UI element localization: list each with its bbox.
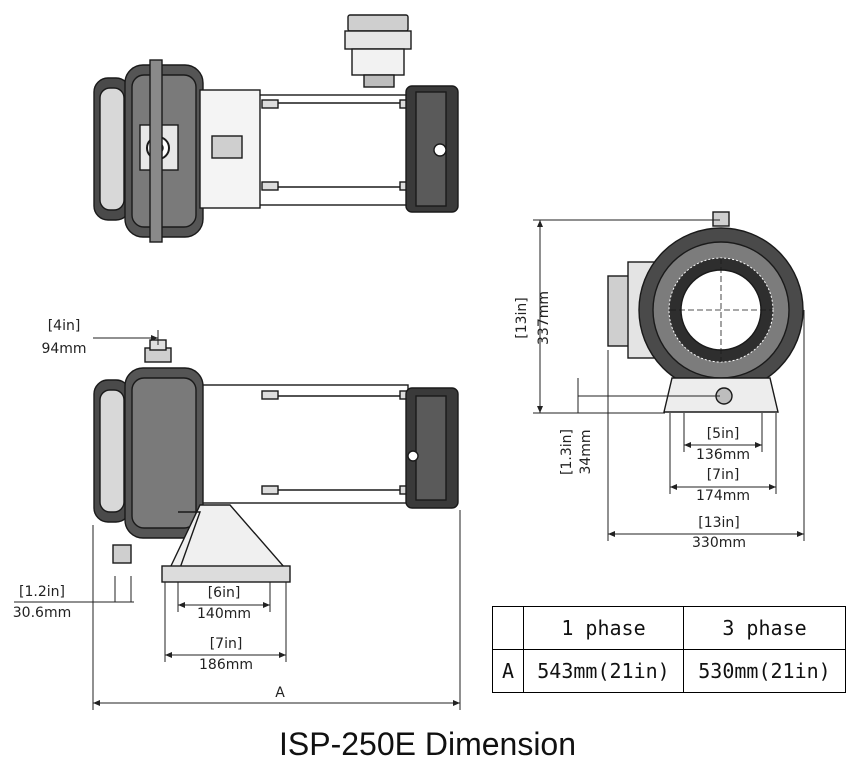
table-header-cell: 1 phase xyxy=(523,606,684,650)
table-cell: A xyxy=(492,649,524,693)
end-foot-inner-mm-label: 136mm xyxy=(696,447,750,463)
end-foot-outer-mm-label: 174mm xyxy=(696,488,750,504)
top-view-pump xyxy=(93,14,459,243)
foot-inner-in-label: [6in] xyxy=(208,585,241,601)
overall-width-mm-label: 330mm xyxy=(692,535,746,551)
table-cell: 530mm(21in) xyxy=(683,649,846,693)
dimension-labels: [4in] 94mm [1.2in] 30.6mm [6in] 140mm [7… xyxy=(13,291,750,701)
table-row: A 543mm(21in) 530mm(21in) xyxy=(492,649,846,693)
overall-height-in-label: [13in] xyxy=(514,297,530,339)
inlet-height-mm-label: 30.6mm xyxy=(13,605,71,621)
foot-outer-mm-label: 186mm xyxy=(199,657,253,673)
overall-width-in-label: [13in] xyxy=(698,515,740,531)
table-header-cell: 3 phase xyxy=(683,606,846,650)
base-height-in-label: [1.3in] xyxy=(559,429,575,475)
overall-height-mm-label: 337mm xyxy=(536,291,552,345)
end-foot-outer-in-label: [7in] xyxy=(707,467,740,483)
inlet-height-in-label: [1.2in] xyxy=(19,584,65,600)
base-height-mm-label: 34mm xyxy=(578,429,594,474)
end-foot-inner-in-label: [5in] xyxy=(707,426,740,442)
foot-inner-mm-label: 140mm xyxy=(197,606,251,622)
top-offset-in-label: [4in] xyxy=(48,318,81,334)
end-view-pump xyxy=(607,211,804,413)
top-offset-mm-label: 94mm xyxy=(41,341,86,357)
foot-outer-in-label: [7in] xyxy=(210,636,243,652)
table-header-cell xyxy=(492,606,524,650)
figure-title: ISP-250E Dimension xyxy=(278,726,577,762)
dimension-lines xyxy=(14,219,805,710)
phase-dimension-table: 1 phase 3 phase A 543mm(21in) 530mm(21in… xyxy=(492,606,846,693)
table-header-row: 1 phase 3 phase xyxy=(492,606,846,650)
side-view-pump xyxy=(93,339,459,583)
table-cell: 543mm(21in) xyxy=(523,649,684,693)
overall-length-label: A xyxy=(275,685,285,701)
